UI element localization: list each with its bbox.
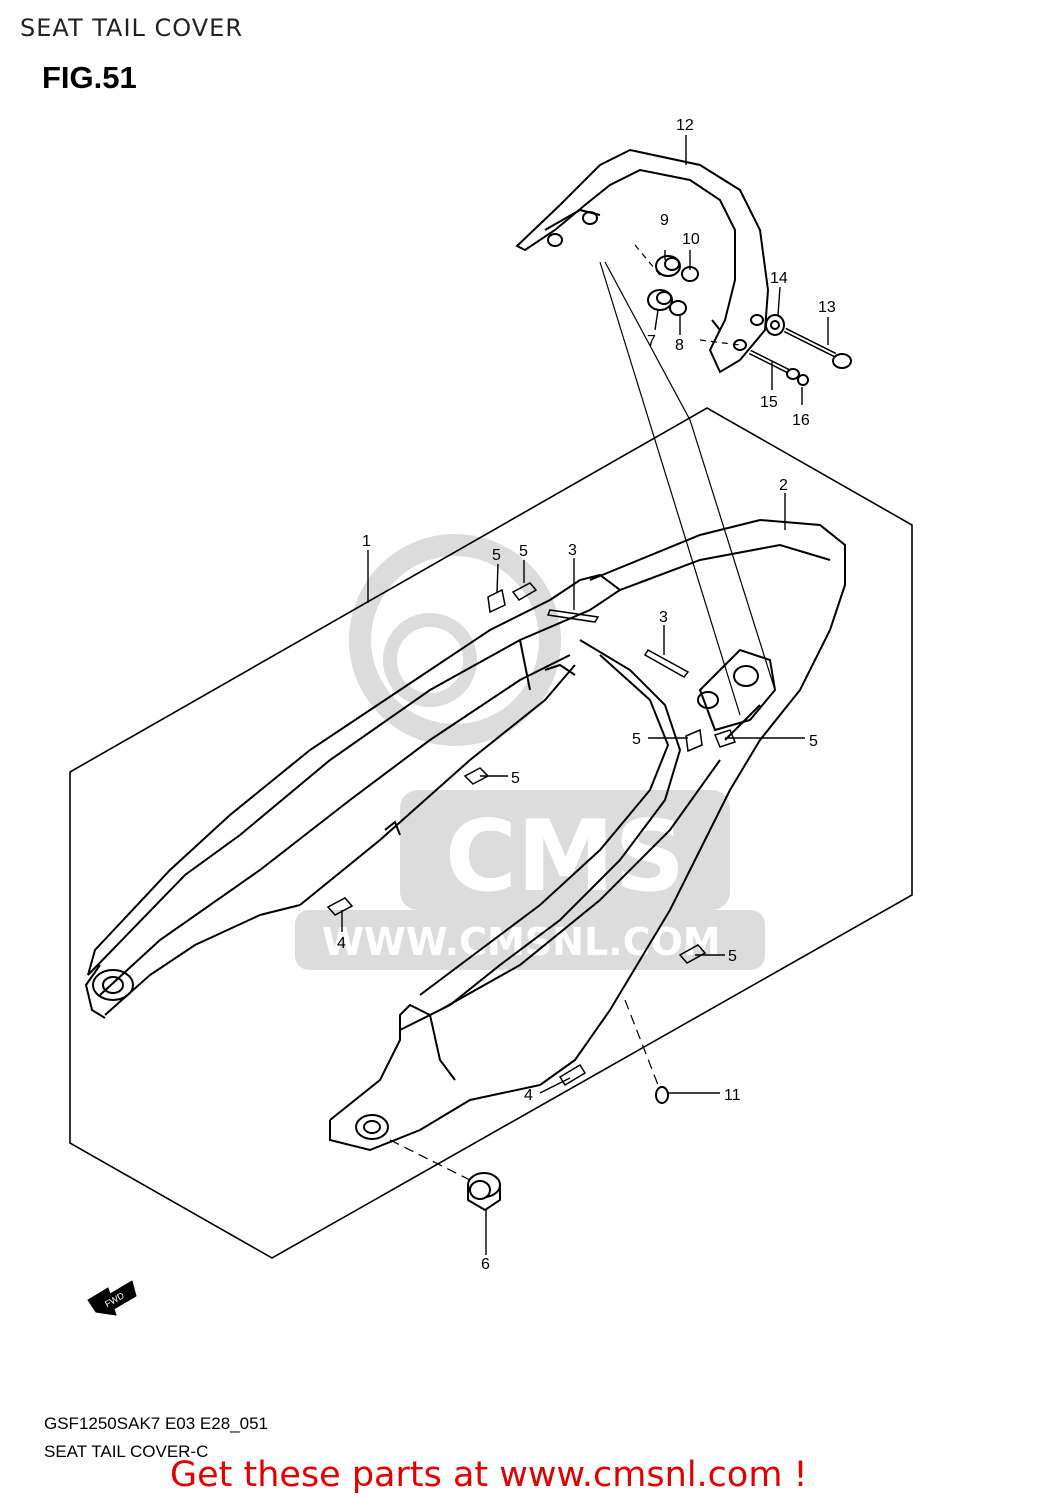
watermark-url: WWW.CMSNL.COM xyxy=(322,920,721,964)
callout-4: 4 xyxy=(524,1087,533,1104)
callout-11: 11 xyxy=(724,1087,741,1104)
leader-lines xyxy=(341,135,829,1255)
callout-3: 3 xyxy=(568,542,577,559)
assembly-outline xyxy=(69,407,913,1259)
diagram-subtitle: SEAT TAIL COVER-C xyxy=(44,1442,209,1461)
fwd-arrow-icon: FWD xyxy=(87,1280,137,1316)
callout-5: 5 xyxy=(632,731,641,748)
callout-4: 4 xyxy=(337,935,346,952)
callout-10: 10 xyxy=(682,231,700,248)
watermark: CMS WWW.CMSNL.COM xyxy=(295,534,765,970)
callout-13: 13 xyxy=(818,299,836,316)
callout-7: 7 xyxy=(647,333,656,350)
callout-5: 5 xyxy=(809,733,818,750)
diagram-code: GSF1250SAK7 E03 E28_051 xyxy=(44,1414,268,1433)
watermark-brand: CMS xyxy=(445,800,685,914)
grab-handle xyxy=(515,148,770,374)
callout-6: 6 xyxy=(481,1256,490,1273)
callout-8: 8 xyxy=(675,337,684,354)
promo-link[interactable]: Get these parts at www.cmsnl.com ! xyxy=(170,1455,808,1495)
callout-15: 15 xyxy=(760,394,778,411)
callout-5: 5 xyxy=(519,543,528,560)
callout-16: 16 xyxy=(792,412,810,429)
seat-tail-cover xyxy=(84,518,846,1152)
callout-2: 2 xyxy=(779,477,788,494)
hardware-parts xyxy=(467,255,852,1212)
callout-5: 5 xyxy=(511,770,520,787)
callout-5: 5 xyxy=(492,547,501,564)
assembly-guides xyxy=(389,244,776,1186)
callout-14: 14 xyxy=(770,270,788,287)
callouts: 1 2 3 3 4 4 5 5 5 5 5 5 6 7 8 9 10 11 12… xyxy=(337,117,836,1273)
callout-1: 1 xyxy=(362,533,371,550)
callout-3: 3 xyxy=(659,609,668,626)
callout-5: 5 xyxy=(728,948,737,965)
page-title: SEAT TAIL COVER xyxy=(20,14,244,42)
figure-label: FIG.51 xyxy=(42,60,137,95)
callout-12: 12 xyxy=(676,117,694,134)
callout-9: 9 xyxy=(660,212,669,229)
